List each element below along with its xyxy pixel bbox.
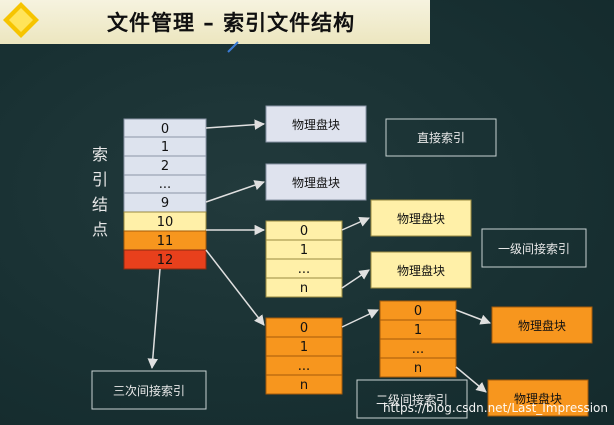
note-box-single xyxy=(481,228,587,268)
title-bar: 文件管理 – 索引文件结构 xyxy=(0,0,430,44)
note-box-triple xyxy=(91,370,207,410)
page-title: 文件管理 – 索引文件结构 xyxy=(107,11,356,35)
physical-block-label: 物理盘块 xyxy=(292,175,340,190)
index-node-label-char: 引 xyxy=(92,170,108,189)
physical-block-double-1: 物理盘块 xyxy=(491,306,593,344)
index-block-cell-text: 0 xyxy=(414,304,422,319)
arrow-direct-0 xyxy=(205,119,266,130)
note-double-indirect: 二级间接索引 xyxy=(376,392,448,407)
index-block-cell-text: ... xyxy=(298,262,310,277)
index-node-cell-text: 9 xyxy=(161,196,169,211)
index-block-cell xyxy=(265,374,343,395)
index-block-cell-text: 0 xyxy=(300,224,308,239)
physical-block-label: 物理盘块 xyxy=(518,318,566,333)
physical-block xyxy=(265,163,367,201)
physical-block xyxy=(370,199,472,237)
physical-block-double-2: 物理盘块 xyxy=(487,379,589,417)
physical-block-direct-1: 物理盘块 xyxy=(265,105,367,143)
physical-block xyxy=(487,379,589,417)
arrow-double-b-n xyxy=(455,366,487,393)
physical-block-label: 物理盘块 xyxy=(514,391,562,406)
arrow-single-block-n xyxy=(341,269,370,289)
index-block-cell-text: ... xyxy=(298,359,310,374)
physical-block-single-1: 物理盘块 xyxy=(370,199,472,237)
index-block-cell-text: 1 xyxy=(300,243,308,258)
index-block-cell-text: 1 xyxy=(300,340,308,355)
index-block-cell-text: n xyxy=(414,361,422,376)
arrow-double-a-0 xyxy=(341,309,379,328)
index-node-cell-text: 2 xyxy=(161,159,169,174)
index-node-cell-text: 0 xyxy=(161,122,169,137)
index-node-vertical-label: 索 引 结 点 xyxy=(92,145,108,239)
physical-block-label: 物理盘块 xyxy=(397,211,445,226)
index-block-cell-text: 0 xyxy=(300,321,308,336)
double-indirect-index-block-a: 0 1 ... n xyxy=(265,317,343,395)
index-node-cell-text: 10 xyxy=(157,215,174,230)
arrow-double-b-0 xyxy=(455,309,491,325)
index-block-cell-text: ... xyxy=(412,342,424,357)
index-node-label-char: 点 xyxy=(92,220,108,239)
physical-block-label: 物理盘块 xyxy=(292,117,340,132)
index-node-cell-text: 11 xyxy=(157,234,174,249)
arrow-single-block-0 xyxy=(341,217,370,231)
physical-block-direct-2: 物理盘块 xyxy=(265,163,367,201)
double-indirect-index-block-b: 0 1 ... n xyxy=(379,300,457,378)
pointer-arrows xyxy=(147,119,491,393)
index-node-table: 0 1 2 ... 9 10 11 12 xyxy=(123,118,207,270)
arrow-double-indirect xyxy=(205,249,265,326)
index-block-cell-text: 1 xyxy=(414,323,422,338)
index-node-label-char: 索 xyxy=(92,145,108,164)
slash-mark-icon xyxy=(227,41,239,53)
index-block-cell-text: n xyxy=(300,378,308,393)
diamond-logo-icon xyxy=(3,2,39,38)
physical-block-label: 物理盘块 xyxy=(397,263,445,278)
physical-block-single-2: 物理盘块 xyxy=(370,251,472,289)
note-single-indirect: 一级间接索引 xyxy=(498,241,570,256)
physical-block xyxy=(370,251,472,289)
note-triple-indirect: 三次间接索引 xyxy=(113,383,185,398)
index-node-cell-text: ... xyxy=(159,177,171,192)
index-node-cell-text: 1 xyxy=(161,140,169,155)
index-block-cell-text: n xyxy=(300,281,308,296)
note-box-double xyxy=(356,379,468,419)
index-node-cell-triple-indirect xyxy=(123,249,207,270)
arrow-triple-indirect xyxy=(147,268,161,370)
single-indirect-index-block: 0 1 ... n xyxy=(265,220,343,298)
watermark-url: https://blog.csdn.net/Last_Impression xyxy=(382,401,608,415)
note-direct-index: 直接索引 xyxy=(417,130,465,145)
index-node-cell-text: 12 xyxy=(157,253,174,268)
physical-block xyxy=(491,306,593,344)
note-box-direct xyxy=(385,118,497,157)
index-node-label-char: 结 xyxy=(92,195,108,214)
arrow-direct-9 xyxy=(205,180,265,203)
physical-block xyxy=(265,105,367,143)
